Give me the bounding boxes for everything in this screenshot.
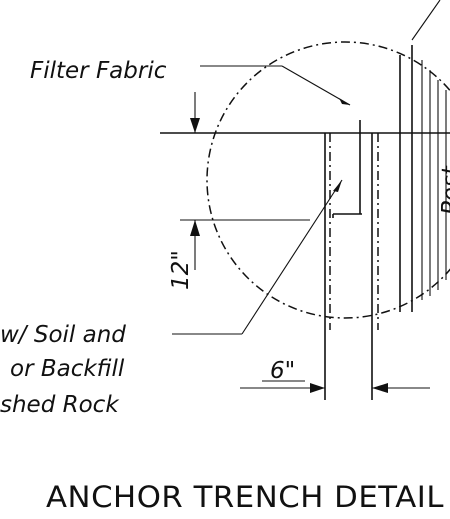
post [399,0,447,312]
dimension-6-label: 6" [270,358,295,384]
backfill-label-line3: shed Rock [0,392,120,418]
backfill-leader [172,179,343,335]
trench [324,120,379,400]
filter-fabric-leader [200,65,351,106]
detail-title: ANCHOR TRENCH DETAIL [46,480,444,514]
detail-circle [206,41,450,319]
dimension-6-in [240,380,430,393]
post-label: Post [438,165,450,215]
dimension-12-label: 12" [168,250,194,290]
dimension-12-in [190,92,200,270]
backfill-label-line2: or Backfill [10,356,125,382]
filter-fabric-label: Filter Fabric [30,58,167,84]
backfill-label-line1: w/ Soil and [0,322,126,348]
